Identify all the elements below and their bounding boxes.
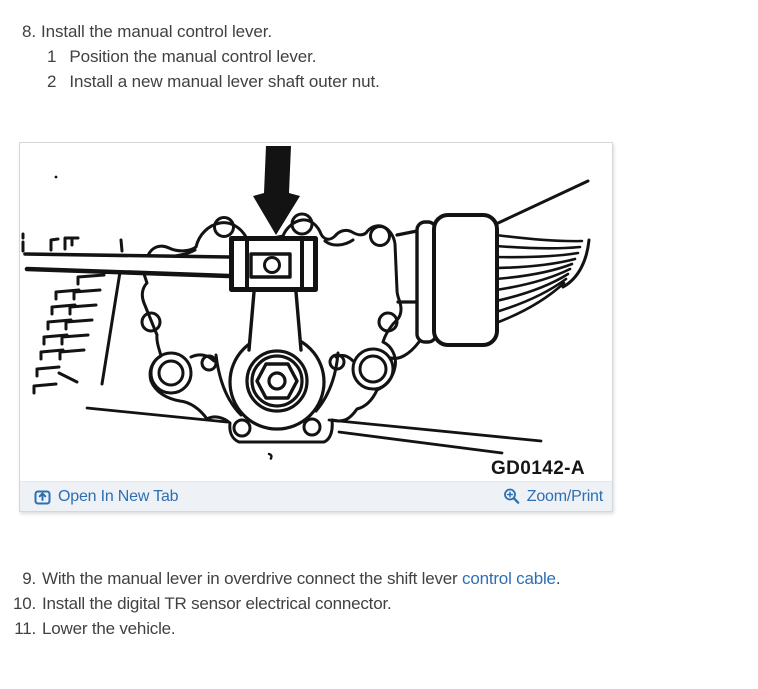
figure-code-label: GD0142-A bbox=[491, 458, 586, 479]
step-text: Install the manual control lever. bbox=[40, 22, 273, 41]
substep-text: Position the manual control lever. bbox=[69, 47, 317, 66]
instructions-bottom: 9. With the manual lever in overdrive co… bbox=[0, 566, 561, 641]
zoom-print-button[interactable]: Zoom/Print bbox=[503, 488, 603, 506]
shift-cable-boot bbox=[494, 179, 591, 325]
step-number: 9. bbox=[22, 569, 36, 588]
substep-text: Install a new manual lever shaft outer n… bbox=[69, 72, 380, 91]
step-number: 11. bbox=[14, 619, 36, 638]
manual-control-lever-bracket bbox=[229, 236, 318, 292]
lever-shaft-nut bbox=[228, 290, 326, 431]
instructions-top: 8. Install the manual control lever. 1 P… bbox=[0, 19, 380, 94]
step-10: 10. Install the digital TR sensor electr… bbox=[0, 591, 560, 616]
figure-toolbar: Open In New Tab Zoom/Print bbox=[20, 481, 612, 511]
zoom-print-label: Zoom/Print bbox=[526, 487, 603, 505]
step-number: 10. bbox=[12, 594, 36, 613]
open-in-new-tab-icon bbox=[34, 490, 51, 505]
manual-lever-shaft bbox=[23, 252, 232, 386]
left-hatch-marks bbox=[21, 175, 124, 395]
step-9-prefix: With the manual lever in overdrive conne… bbox=[42, 569, 463, 588]
figure-frame: GD0142-A Open In New Tab Zoom/Print bbox=[19, 142, 613, 512]
step-11: 11. Lower the vehicle. bbox=[0, 616, 560, 641]
bottom-sketch-lines bbox=[85, 406, 543, 460]
magnifier-plus-icon bbox=[503, 488, 520, 504]
control-cable-link[interactable]: control cable bbox=[462, 569, 556, 588]
substep-2: 2 Install a new manual lever shaft outer… bbox=[47, 69, 380, 94]
cable-connector-housing bbox=[389, 213, 499, 360]
substep-number: 2 bbox=[47, 72, 57, 91]
substep-number: 1 bbox=[47, 47, 57, 66]
substep-1: 1 Position the manual control lever. bbox=[47, 44, 380, 69]
open-in-new-tab-button[interactable]: Open In New Tab bbox=[34, 487, 179, 506]
down-arrow-marker bbox=[253, 146, 300, 235]
case-bolt-holes bbox=[140, 212, 399, 438]
transmission-diagram bbox=[21, 146, 591, 460]
step-text: Install the digital TR sensor electrical… bbox=[42, 594, 392, 613]
step-text: With the manual lever in overdrive conne… bbox=[42, 566, 561, 591]
diagram-canvas: GD0142-A bbox=[20, 143, 612, 481]
open-in-new-tab-label: Open In New Tab bbox=[58, 487, 179, 505]
step-8: 8. Install the manual control lever. bbox=[22, 19, 380, 44]
step-9: 9. With the manual lever in overdrive co… bbox=[0, 566, 560, 591]
step-text: Lower the vehicle. bbox=[42, 619, 176, 638]
step-9-suffix: . bbox=[555, 569, 561, 588]
step-number: 8. bbox=[22, 22, 36, 41]
